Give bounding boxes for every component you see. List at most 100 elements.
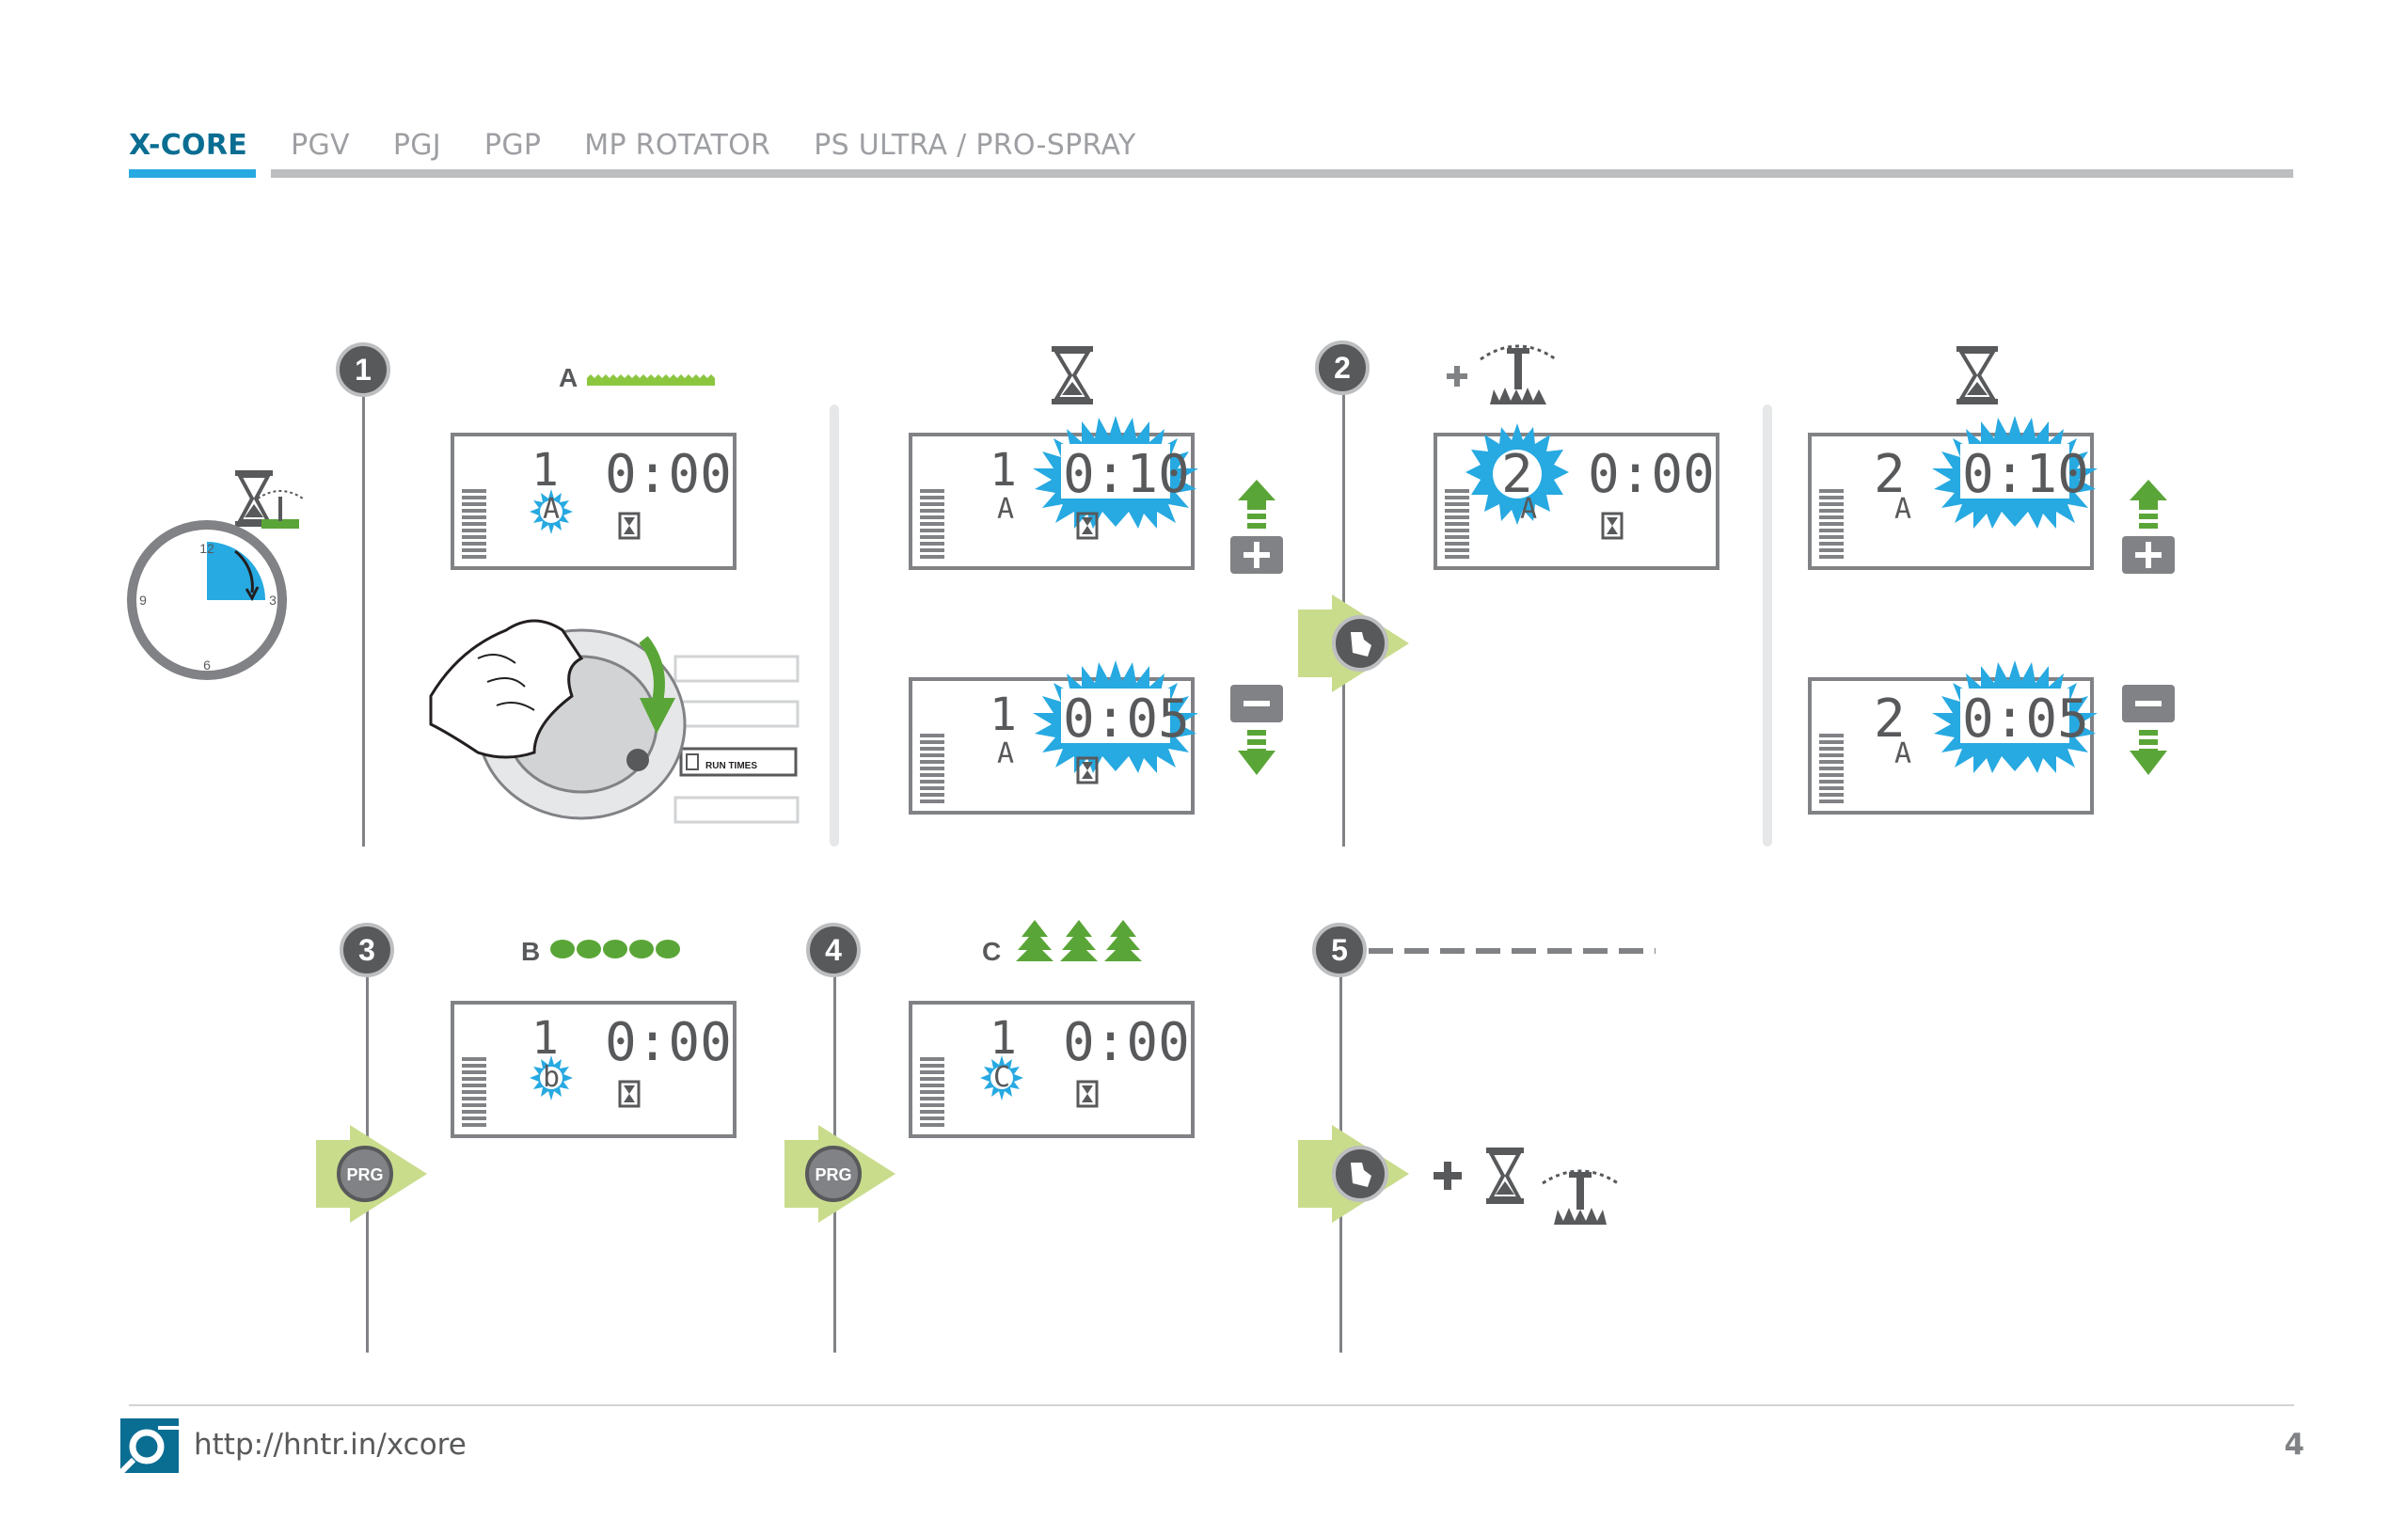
hand-icon [1351,632,1371,657]
separator [830,404,839,847]
run-times-label: RUN TIMES [705,761,757,771]
increase-control [2122,480,2175,574]
hourglass-icon [1076,756,1099,784]
lcd-step4: 1 0:00 C [909,1001,1195,1138]
lcd-step2-up: 2 0:10 A [1808,416,2098,570]
lcd-station: 1 [531,1012,559,1065]
lcd-flash [1033,660,1198,773]
hand-icon [1351,1163,1371,1187]
product-tabs: X-CORE PGV PGJ PGP MP ROTATOR PS ULTRA /… [129,124,1180,162]
lcd-station: 2 [1874,689,1906,750]
lcd-program: C [993,1061,1011,1094]
hourglass-icon [235,470,273,527]
prg-arrow-button[interactable]: PRG [316,1125,429,1223]
tab-pgp[interactable]: PGP [483,129,542,162]
active-tab-indicator [129,169,256,178]
footer-rule [129,1404,2294,1406]
lcd-step1-down: 1 0:05 A [909,660,1198,815]
lcd-step2-down: 2 0:05 A [1808,660,2098,815]
grass-icon [587,374,715,386]
shrubs-icon [550,940,680,958]
program-a-label: A [559,363,578,392]
lcd-flash [980,1055,1023,1100]
tab-ps-ultra[interactable]: PS ULTRA / PRO-SPRAY [814,129,1136,162]
lcd-step1: 1 0:00 A [451,433,737,570]
lcd-flash [1932,660,2098,773]
plus-sprinkler-icon [1447,344,1557,404]
sprinkler-icon [257,490,304,529]
lcd-program: A [1894,737,1912,770]
lcd-flash [1932,416,2098,529]
hourglass-icon [618,512,641,540]
lcd-time: 0:05 [1962,689,2089,750]
hourglass-icon [1956,346,1998,404]
manual-arrow-button[interactable] [1298,594,1411,692]
decrease-control [1230,685,1283,775]
hourglass-icon [1076,1080,1099,1108]
hourglass-icon [618,1080,641,1108]
lcd-time: 0:00 [605,1012,732,1073]
lcd-time: 0:10 [1063,444,1190,505]
tab-pgj[interactable]: PGJ [392,129,441,162]
lcd-station: 2 [1501,444,1533,505]
tab-bar-rule [271,169,2293,178]
footer-url-link[interactable]: http://hntr.in/xcore [194,1428,467,1462]
clock-label-9: 9 [139,593,147,608]
lcd-station: 1 [990,689,1017,741]
clock-label-3: 3 [269,593,277,608]
lcd-station: 1 [531,444,559,497]
step-4-badge: 4 [806,923,861,977]
dial-hand-illustration: RUN TIMES [429,619,800,824]
lcd-station: 1 [990,1012,1017,1065]
plus-hourglass-sprinkler [1434,1148,1619,1225]
separator [1763,404,1772,847]
clock-label-12: 12 [199,541,214,556]
lcd-program: b [543,1061,561,1094]
page-number: 4 [2284,1428,2305,1462]
lcd-station: 1 [990,444,1017,497]
lcd-step1-up: 1 0:10 A [909,416,1198,570]
hourglass-icon [1052,346,1093,404]
lcd-step3: 1 0:00 b [451,1001,737,1138]
hourglass-icon [1486,1148,1524,1204]
decrease-control [2122,685,2175,775]
lcd-time: 0:00 [605,444,732,505]
step-2-badge: 2 [1315,340,1370,395]
increase-control [1230,480,1283,574]
tab-mp-rotator[interactable]: MP ROTATOR [584,129,771,162]
sprinkler-icon [1542,1169,1619,1225]
step-5-dashes [1369,948,1656,954]
step-1-line [362,376,365,847]
lcd-flash [530,489,573,534]
hunter-logo-icon [118,1418,179,1476]
lcd-program: A [997,493,1015,526]
lcd-flash [1033,416,1198,529]
step-1-badge: 1 [336,342,390,397]
prg-button-label: PRG [346,1165,383,1184]
prg-button-label: PRG [815,1165,851,1184]
lcd-time: 0:05 [1063,689,1190,750]
lcd-program: A [543,493,561,526]
step-3-badge: 3 [340,923,394,977]
tab-x-core[interactable]: X-CORE [129,129,248,162]
lcd-flash [1465,423,1569,525]
tab-pgv[interactable]: PGV [291,129,350,162]
hourglass-icon [1076,512,1099,540]
lcd-program: A [1894,493,1912,526]
clock-icon: 12 3 6 9 [127,470,304,680]
clock-label-6: 6 [203,657,211,673]
program-c-label: C [982,937,1002,966]
hourglass-icon [1601,512,1624,540]
prg-arrow-button[interactable]: PRG [784,1125,897,1223]
lcd-time: 0:00 [1588,444,1715,505]
lcd-bars [462,489,486,564]
trees-icon [1016,920,1142,961]
program-b-label: B [521,937,541,966]
lcd-program: A [997,737,1015,770]
lcd-flash [530,1055,573,1100]
lcd-program: A [1520,493,1538,526]
lcd-step2: 2 0:00 A [1434,423,1719,570]
step-5-badge: 5 [1312,923,1367,977]
manual-arrow-button[interactable] [1298,1125,1411,1223]
lcd-station: 2 [1874,444,1906,505]
